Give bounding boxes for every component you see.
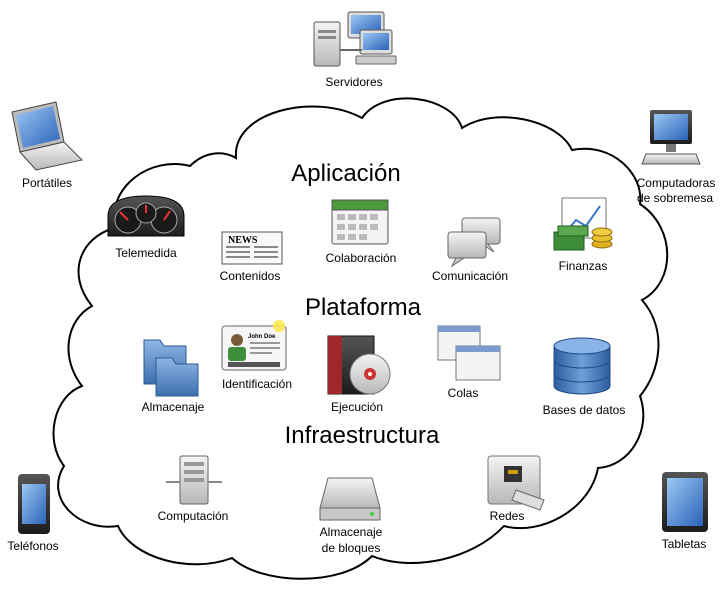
label-content: Contenidos [219, 269, 281, 283]
label-identity: Identificación [221, 377, 293, 391]
newspaper-icon: NEWS [221, 231, 283, 265]
label-runtime: Ejecución [330, 400, 384, 414]
database-icon [553, 337, 611, 395]
servers-icon [313, 11, 397, 67]
label-desktops-line1: Computadoras [636, 176, 716, 190]
label-database: Bases de datos [542, 403, 626, 417]
chat-bubbles-icon [447, 217, 501, 268]
desktop-icon [641, 110, 701, 165]
server-tower-icon [166, 455, 222, 505]
folder-icon [143, 339, 199, 397]
label-laptops: Portátiles [21, 176, 73, 190]
label-queue: Colas [447, 386, 479, 400]
layer-title-platform: Plataforma [304, 294, 422, 321]
finance-chart-icon [553, 197, 613, 251]
badge-name-text: John Doe [248, 334, 276, 340]
label-desktops-line2: de sobremesa [636, 191, 714, 205]
laptop-icon [11, 101, 84, 171]
label-object-storage: Almacenaje [141, 400, 205, 414]
queue-windows-icon [437, 325, 501, 381]
label-collaboration: Colaboración [325, 251, 397, 265]
network-jack-icon [487, 455, 545, 511]
label-finance: Finanzas [558, 259, 608, 273]
calendar-icon [331, 199, 389, 245]
label-phones: Teléfonos [7, 539, 59, 553]
label-block-storage-line2: de bloques [321, 541, 381, 555]
tablet-icon [662, 472, 708, 532]
label-monitoring: Telemedida [115, 246, 177, 260]
label-tablets: Tabletas [661, 537, 707, 551]
layer-title-application: Aplicación [291, 160, 401, 187]
hard-drive-icon [319, 477, 381, 521]
label-servers: Servidores [325, 75, 383, 89]
dashboard-gauge-icon [107, 195, 185, 237]
label-network: Redes [489, 509, 525, 523]
news-icon-text: NEWS [228, 235, 258, 246]
id-card-icon: John Doe [221, 320, 287, 371]
label-communication: Comunicación [431, 269, 509, 283]
layer-title-infrastructure: Infraestructura [284, 422, 440, 449]
phone-icon [18, 474, 50, 534]
label-compute: Computación [157, 509, 229, 523]
runtime-box-disc-icon [327, 335, 391, 395]
label-block-storage-line1: Almacenaje [319, 525, 383, 539]
